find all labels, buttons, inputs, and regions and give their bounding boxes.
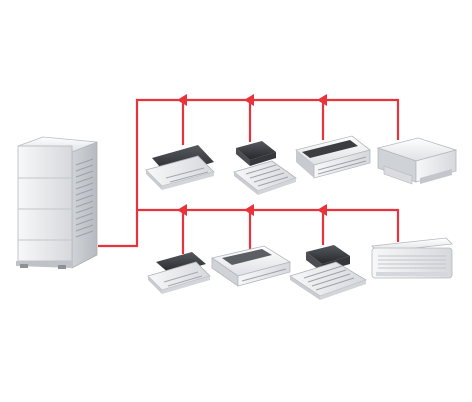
arrow-icon	[317, 204, 327, 216]
ceiling-cassette-slim-icon	[145, 145, 215, 190]
ceiling-suspended-icon	[295, 135, 371, 179]
arrow-icon	[177, 204, 187, 216]
wall-mounted-unit-icon	[371, 237, 453, 279]
arrow-icon	[244, 204, 254, 216]
main-supply-line	[98, 98, 400, 248]
ceiling-floor-unit-icon	[211, 245, 291, 287]
lower-header-line	[137, 208, 400, 242]
ducted-unit-icon	[376, 137, 458, 185]
arrow-icon	[317, 94, 327, 106]
vrf-outdoor-unit-icon	[16, 136, 98, 269]
arrow-icon	[244, 94, 254, 106]
arrow-icon	[177, 94, 187, 106]
refrigerant-piping	[98, 98, 400, 254]
four-way-cassette-icon	[233, 141, 297, 195]
flow-arrows	[177, 94, 327, 216]
mini-cassette-icon	[147, 252, 211, 294]
four-way-cassette-icon	[289, 245, 367, 300]
